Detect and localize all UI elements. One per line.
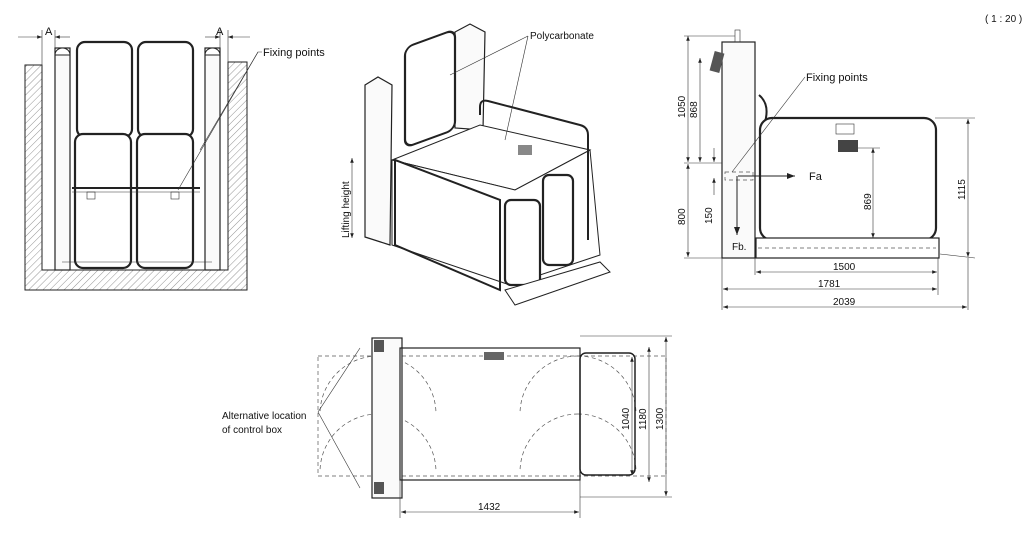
iso-column-front xyxy=(364,76,393,246)
right-post xyxy=(204,47,221,271)
dim-1180: 1180 xyxy=(638,408,649,430)
dim-869: 869 xyxy=(863,193,874,210)
side-frame xyxy=(758,116,938,242)
iso-ramp xyxy=(504,261,611,306)
iso-side-frame xyxy=(479,99,589,240)
alt-location-line2: of control box xyxy=(222,425,282,436)
left-post xyxy=(54,47,71,271)
side-view: Fa Fb. Fixing points 1050 868 800 150 86… xyxy=(677,29,976,310)
lifting-height-label: Lifting height xyxy=(341,181,352,238)
front-fixing-points-label: Fixing points xyxy=(263,47,325,59)
dim-1300: 1300 xyxy=(655,407,666,430)
front-view: A A Fixing points xyxy=(18,26,325,291)
alt-location-line1: Alternative location xyxy=(222,411,307,422)
force-fb-label: Fb. xyxy=(732,242,746,253)
force-fa-label: Fa xyxy=(809,171,823,183)
isometric-view: Lifting height Polycarbonate xyxy=(341,23,611,306)
dim-2039: 2039 xyxy=(833,297,856,308)
dim-1432: 1432 xyxy=(478,502,501,513)
dim-800: 800 xyxy=(677,208,688,225)
platform xyxy=(399,347,581,481)
dim-1500: 1500 xyxy=(833,262,856,273)
dim-1040: 1040 xyxy=(621,407,632,430)
dim-1050: 1050 xyxy=(677,95,688,118)
polycarbonate-label: Polycarbonate xyxy=(530,31,594,42)
shaft-outline xyxy=(317,355,667,477)
dim-1115: 1115 xyxy=(957,179,968,200)
dim-a-left: A xyxy=(45,26,53,38)
side-fixing-points-label: Fixing points xyxy=(806,72,868,84)
dim-868: 868 xyxy=(689,101,700,118)
dim-1781: 1781 xyxy=(818,279,841,290)
scale-label: ( 1 : 20 ) xyxy=(985,14,1022,25)
dim-150: 150 xyxy=(704,207,715,224)
dim-a-right: A xyxy=(216,26,224,38)
lower-gate-left xyxy=(73,132,133,270)
upper-gate-right xyxy=(136,40,195,139)
lower-gate-right xyxy=(135,132,195,270)
side-column xyxy=(721,41,756,259)
upper-gate-left xyxy=(75,40,134,139)
top-view: Alternative location of control box 1432… xyxy=(222,335,672,518)
